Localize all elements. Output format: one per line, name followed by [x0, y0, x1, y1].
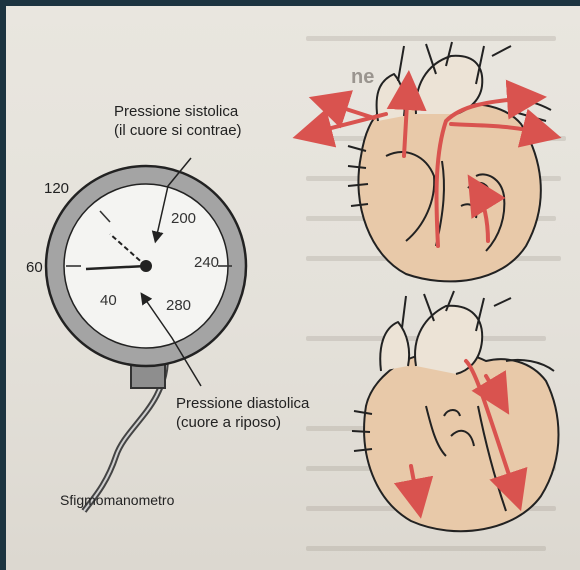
dial-number-280: 280: [166, 297, 191, 314]
dial-number-200: 200: [171, 210, 196, 227]
diastolic-label: Pressione diastolica (cuore a riposo): [176, 394, 309, 432]
systolic-title: Pressione sistolica: [114, 102, 242, 121]
gauge-pivot: [140, 260, 152, 272]
gauge-tick-120: 120: [44, 180, 69, 197]
heart-bottom: [352, 291, 559, 531]
gauge-tick-60: 60: [26, 259, 43, 276]
dial-number-40: 40: [100, 292, 117, 309]
diastolic-title: Pressione diastolica: [176, 394, 309, 413]
device-label: Sfigmomanometro: [60, 492, 174, 508]
heart-top: [348, 42, 551, 281]
systolic-subtitle: (il cuore si contrae): [114, 121, 242, 140]
systolic-label: Pressione sistolica (il cuore si contrae…: [114, 102, 242, 140]
dial-number-240: 240: [194, 254, 219, 271]
diastolic-subtitle: (cuore a riposo): [176, 413, 309, 432]
gauge: [46, 158, 246, 511]
illustration: [6, 6, 580, 570]
book-page-photo: ne: [6, 6, 580, 570]
